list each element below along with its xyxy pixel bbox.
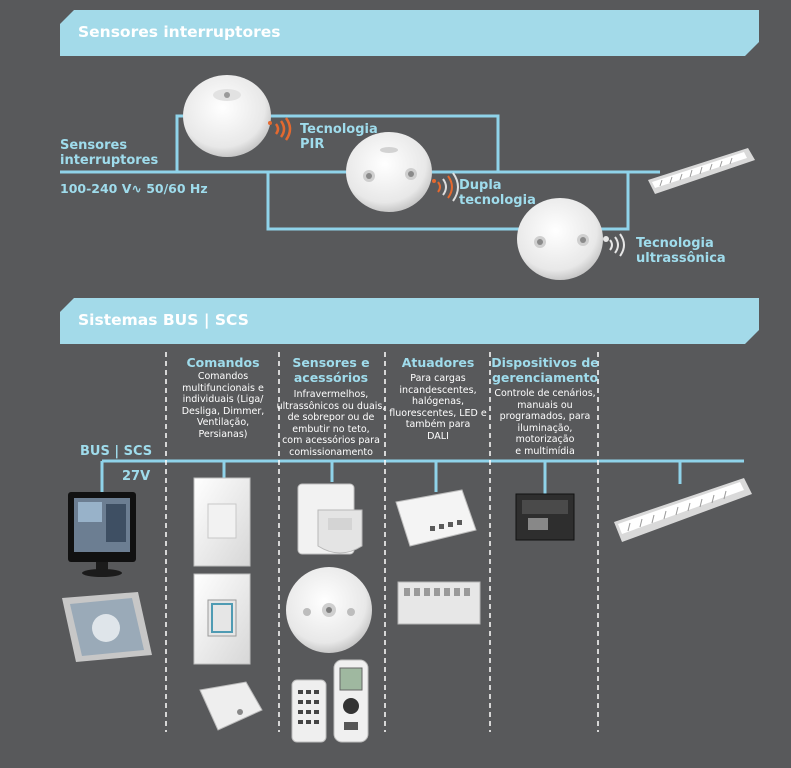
dual-waves-icon [432, 172, 459, 202]
software-cd-image [62, 592, 152, 662]
touchscreen-monitor-image [68, 492, 136, 577]
light-fixture-image [614, 478, 752, 542]
column-desc-sensores: Infravermelhos, ultrassônicos ou duais, … [276, 389, 386, 458]
sensor-wiring [60, 114, 660, 231]
column-separators [165, 352, 599, 732]
column-desc-comandos: Comandos multifuncionais e individuais (… [181, 371, 265, 440]
bus-wiring [100, 459, 744, 494]
section-banner-bus: Sistemas BUS | SCS [60, 298, 759, 344]
tech-ultrasonic-label: Tecnologia ultrassônica [636, 236, 726, 266]
ceiling-sensor-image [286, 567, 372, 653]
bus-label: BUS | SCS [80, 444, 153, 459]
wall-sensor-image [297, 483, 363, 555]
light-fixture-image [648, 148, 755, 194]
column-title-dispositivos: Dispositivos de gerenciamento [491, 355, 599, 385]
column-title-sensores: Sensores e acessórios [292, 355, 370, 385]
section-title: Sistemas BUS | SCS [78, 311, 249, 329]
section-title: Sensores interruptores [78, 23, 281, 41]
remote-control-image [291, 679, 327, 743]
multifunction-plate-image [193, 573, 251, 665]
command-plate-image [193, 477, 251, 567]
pir-sensor-image [183, 75, 271, 157]
din-actuator-image [397, 581, 481, 625]
dual-sensor-image [346, 132, 432, 212]
tech-dual-label: Dupla tecnologia [459, 178, 536, 208]
voltage-label: 100-240 V∿ 50/60 Hz [60, 181, 208, 196]
column-desc-dispositivos: Controle de cenários, manuais ou program… [494, 388, 596, 457]
interface-module-image [199, 681, 263, 731]
section-banner-sensores: Sensores interruptores [60, 10, 759, 56]
bus-voltage-label: 27V [122, 469, 151, 484]
ultrasonic-waves-icon [603, 233, 625, 257]
actuator-module-image [395, 489, 477, 547]
ultrasonic-sensor-image [517, 198, 603, 280]
scenario-module-image [515, 493, 575, 541]
programmer-remote-image [333, 659, 369, 743]
tech-pir-label: Tecnologia PIR [300, 122, 378, 152]
column-desc-atuadores: Para cargas incandescentes, halógenas, f… [389, 373, 487, 442]
input-label: Sensores interruptores [60, 138, 159, 168]
column-title-atuadores: Atuadores [401, 355, 475, 370]
pir-waves-icon [268, 117, 292, 141]
column-title-comandos: Comandos [186, 355, 260, 370]
